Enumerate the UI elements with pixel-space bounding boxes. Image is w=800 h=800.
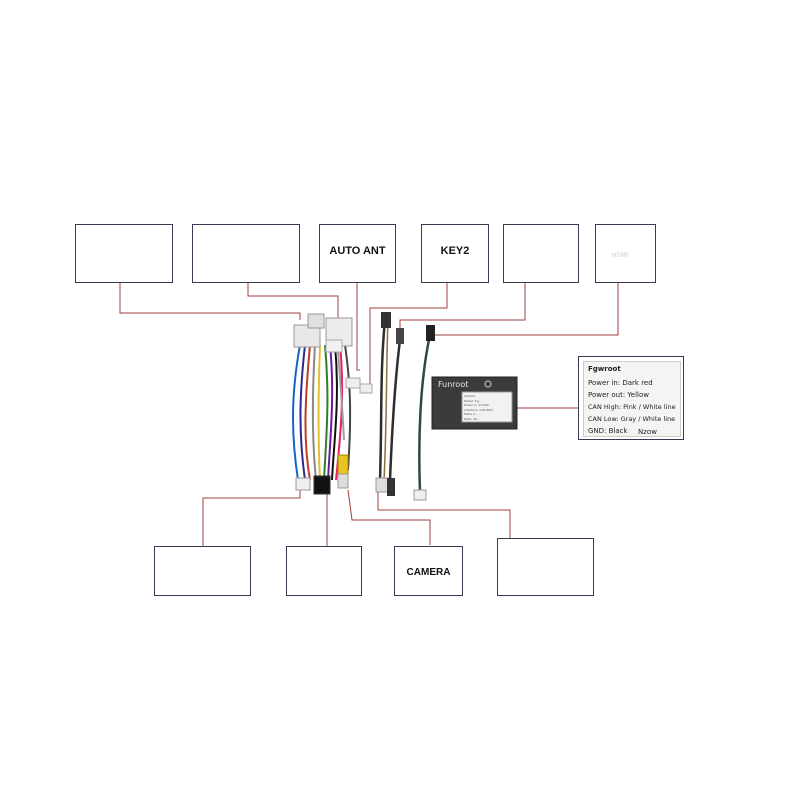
line-connector-8 xyxy=(377,490,511,538)
info-extra: Nzow xyxy=(638,428,657,436)
canbox-info-box: Fgwroot Power in: Dark red Power out: Ye… xyxy=(578,356,684,440)
camera-box: CAMERA xyxy=(394,546,463,596)
line-connector-1 xyxy=(119,283,301,320)
line-auto-ant xyxy=(356,283,360,371)
line-camera xyxy=(347,489,431,545)
canbox-brand: Funroot xyxy=(438,380,469,389)
auto-ant-box: AUTO ANT xyxy=(319,224,396,283)
canbox-sticker-text: Canbox Model: Fg... Power in: 12VDC Inte… xyxy=(464,394,493,421)
line-connector-2 xyxy=(247,283,339,320)
line-hdmi xyxy=(432,283,619,336)
connector-2-box xyxy=(192,224,300,283)
camera-label: CAMERA xyxy=(406,567,451,578)
canbox-sticker xyxy=(461,391,513,423)
info-line-can-high: CAN High: Pink / White line xyxy=(588,403,676,411)
connector-6-box xyxy=(286,546,362,596)
connector-5-box xyxy=(154,546,251,596)
usb-port-box xyxy=(503,224,579,283)
info-title: Fgwroot xyxy=(588,365,621,373)
connector-1-box xyxy=(75,224,173,283)
info-line-can-low: CAN Low: Gray / White line xyxy=(588,415,676,423)
hdmi-port-box: HDMI xyxy=(595,224,656,283)
line-key2 xyxy=(369,283,448,390)
key2-box: KEY2 xyxy=(421,224,489,283)
line-usb-port xyxy=(399,283,526,340)
main-harness xyxy=(292,344,352,481)
key2-label: KEY2 xyxy=(440,245,470,257)
hdmi-label: HDMI xyxy=(612,252,629,259)
connector-lines xyxy=(119,283,619,553)
connector-8-box xyxy=(497,538,594,596)
info-card: Fgwroot Power in: Dark red Power out: Ye… xyxy=(583,361,681,437)
info-line-power-out: Power out: Yellow xyxy=(588,391,649,399)
info-line-gnd: GND: Black xyxy=(588,427,628,435)
line-connector-5 xyxy=(202,488,301,553)
auto-ant-label: AUTO ANT xyxy=(329,245,386,257)
info-line-power-in: Power in: Dark red xyxy=(588,379,653,387)
